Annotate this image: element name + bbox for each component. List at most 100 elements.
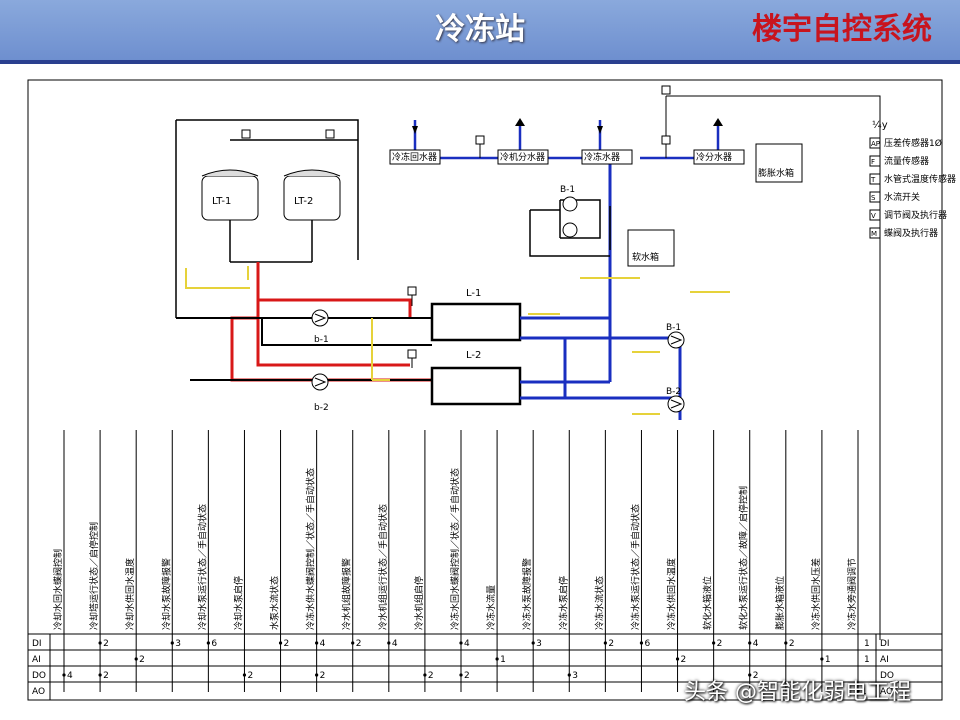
io-dot bbox=[459, 673, 463, 677]
io-count: 2 bbox=[356, 639, 362, 649]
legend-symbol-icon bbox=[869, 173, 881, 185]
io-count: 2 bbox=[103, 671, 109, 681]
tower-piping bbox=[175, 119, 359, 318]
io-dot bbox=[712, 641, 716, 645]
pump-b1-label: b-1 bbox=[314, 335, 329, 345]
chilled-pump-1: B-1 bbox=[666, 323, 685, 349]
io-count: 2 bbox=[681, 655, 687, 665]
io-dot bbox=[351, 641, 355, 645]
io-row-label: DO bbox=[32, 671, 46, 681]
io-count: 3 bbox=[175, 639, 181, 649]
legend-symbol-icon bbox=[869, 209, 881, 221]
makeup-piping bbox=[529, 199, 611, 257]
io-point: 冷却水泵启停 2 bbox=[232, 430, 253, 692]
io-dot bbox=[495, 657, 499, 661]
tower-2-valve-icon bbox=[325, 129, 335, 139]
io-count: 3 bbox=[536, 639, 542, 649]
io-total: 1 bbox=[864, 655, 870, 665]
io-point-label: 冷水机组启停 bbox=[413, 576, 425, 630]
io-dot bbox=[278, 641, 283, 645]
sensor-leads bbox=[185, 266, 730, 415]
io-point-label: 冷冻水供水蝶阀控制／状态／手自动状态 bbox=[305, 468, 317, 630]
io-row-label-right: AO bbox=[880, 687, 893, 697]
svg-text:冷冻水器: 冷冻水器 bbox=[584, 151, 620, 163]
io-point-label: 冷冻水泵运行状态／手自动状态 bbox=[629, 504, 641, 630]
chiller-1: L-1 bbox=[430, 288, 522, 342]
condenser-return-piping bbox=[176, 317, 432, 381]
svg-text:软水箱: 软水箱 bbox=[632, 251, 659, 263]
io-count: 4 bbox=[320, 639, 326, 649]
supply-header-2: 冷分水器 bbox=[693, 149, 745, 165]
makeup-pump-1 bbox=[562, 196, 578, 212]
io-point-label: 水泵水流状态 bbox=[269, 576, 281, 630]
io-dot bbox=[856, 689, 860, 693]
io-count: 2 bbox=[428, 671, 434, 681]
condenser-pump-2: b-2 bbox=[311, 373, 329, 413]
svg-text:冷分水器: 冷分水器 bbox=[696, 151, 732, 163]
io-point-label: 冷冻水旁通阀调节 bbox=[846, 558, 858, 630]
chiller-plant-diagram: LT-1 LT-2 b-1 b-2 L-1 L-2 冷冻回水器 bbox=[27, 79, 956, 701]
io-dot bbox=[567, 673, 571, 677]
header-piping bbox=[413, 120, 720, 160]
header-rule bbox=[0, 60, 960, 64]
flow-arrows bbox=[412, 118, 723, 134]
io-count: 2 bbox=[717, 639, 723, 649]
io-point-label: 冷水机组运行状态／手自动状态 bbox=[377, 504, 389, 630]
io-dot bbox=[639, 641, 644, 645]
legend-symbol: T bbox=[870, 176, 876, 184]
makeup-pump-2 bbox=[562, 222, 578, 238]
legend-text: 蝶阀及执行器 bbox=[884, 227, 938, 239]
legend-symbol: M bbox=[871, 230, 877, 238]
io-point-label: 冷水机组故障报警 bbox=[341, 558, 353, 630]
io-dot bbox=[315, 673, 319, 677]
io-count: 2 bbox=[789, 639, 795, 649]
io-row-label-right: DO bbox=[880, 671, 894, 681]
valve-b-icon bbox=[661, 135, 671, 145]
svg-text:B-2: B-2 bbox=[666, 387, 681, 397]
condenser-pump-1: b-1 bbox=[311, 309, 329, 345]
io-count: 2 bbox=[608, 639, 614, 649]
io-point-label: 冷却塔运行状态／启停控制 bbox=[88, 522, 100, 630]
chiller-1-label: L-1 bbox=[466, 288, 481, 299]
io-dot bbox=[459, 641, 463, 645]
return-header: 冷冻回水器 bbox=[389, 149, 441, 165]
io-count: 1 bbox=[825, 655, 831, 665]
legend-text: 调节阀及执行器 bbox=[884, 209, 947, 221]
io-point-label: 冷冻水回水蝶阀控制／状态／手自动状态 bbox=[449, 468, 461, 630]
io-point: 冷水机组启停 2 bbox=[413, 430, 434, 692]
io-dot bbox=[134, 657, 138, 661]
io-count: 6 bbox=[644, 639, 650, 649]
svg-text:冷机分水器: 冷机分水器 bbox=[500, 151, 545, 163]
io-row-label-right: AI bbox=[880, 655, 889, 665]
bypass-signal-line bbox=[479, 95, 881, 640]
svg-text:B-1: B-1 bbox=[666, 323, 681, 333]
io-dot bbox=[675, 657, 680, 661]
io-dot bbox=[820, 657, 824, 661]
io-dot bbox=[603, 641, 607, 645]
expansion-tank: 膨胀水箱 bbox=[755, 143, 803, 183]
io-point-label: 冷却水泵启停 bbox=[232, 576, 244, 630]
io-count: 2 bbox=[247, 671, 253, 681]
io-point-label: 冷却水供回水温度 bbox=[124, 558, 136, 630]
legend-symbol-icon bbox=[869, 137, 881, 149]
io-dot bbox=[784, 641, 788, 645]
dp-sensor-icon bbox=[661, 85, 671, 95]
io-count: 4 bbox=[67, 671, 73, 681]
io-total: 1 bbox=[864, 639, 870, 649]
header-bar bbox=[0, 0, 960, 60]
io-count: 2 bbox=[464, 671, 470, 681]
tower-2-label: LT-2 bbox=[294, 196, 313, 207]
